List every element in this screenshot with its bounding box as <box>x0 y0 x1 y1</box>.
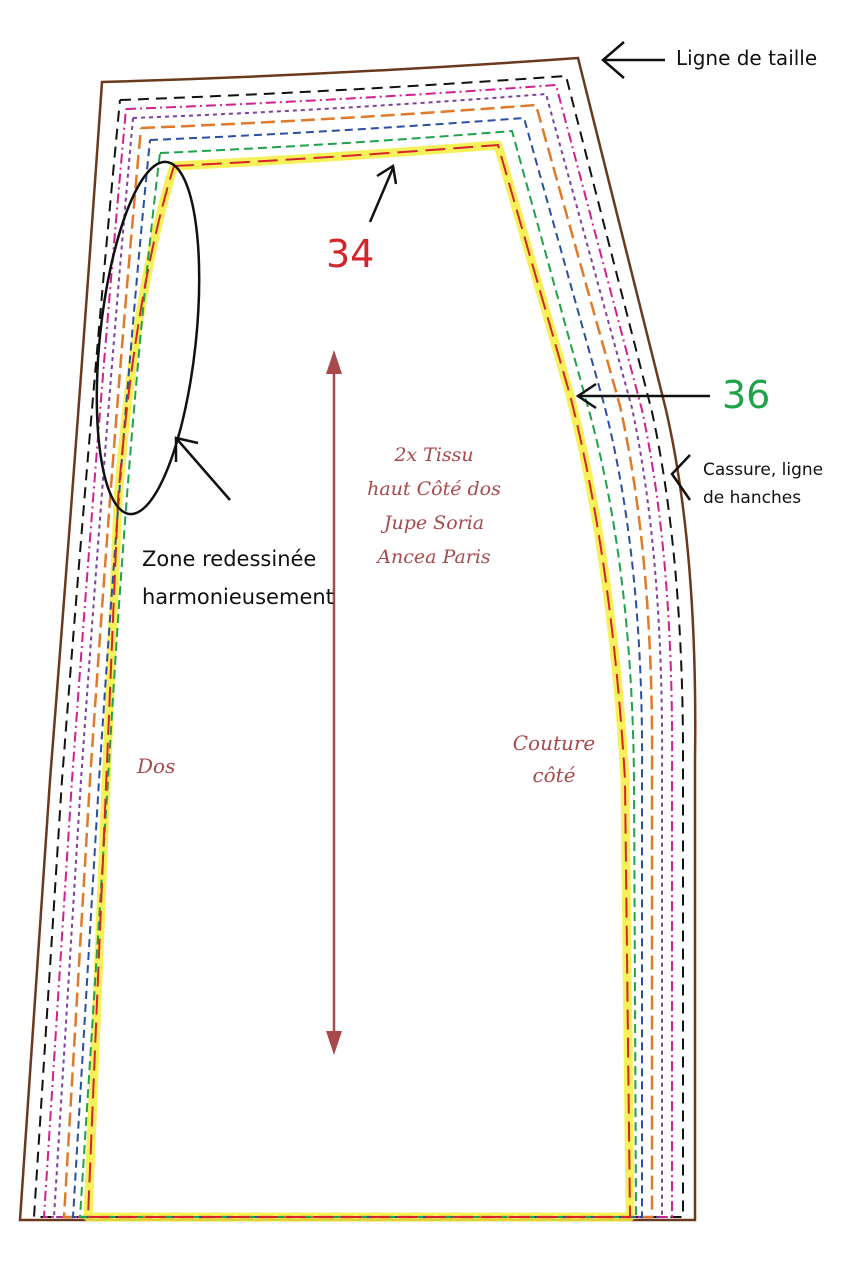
size-line-orange <box>62 103 654 1219</box>
piece-info-line-1: 2x Tissu <box>394 444 474 466</box>
size-36-arrow-icon <box>575 382 710 410</box>
redrawn-zone-label-line-2: harmonieusement <box>142 585 334 609</box>
side-seam-label: Couture côté <box>504 727 604 791</box>
redrawn-zone-label: Zone redessinée harmonieusement <box>142 540 334 616</box>
side-seam-label-line-1: Couture <box>512 731 596 755</box>
piece-info-line-4: Ancea Paris <box>377 546 491 568</box>
size-line-blue <box>71 116 644 1218</box>
pattern-outline <box>18 56 697 1222</box>
size-34-label: 34 <box>326 232 375 276</box>
size-line-34 <box>86 143 632 1218</box>
piece-info-line-3: Jupe Soria <box>383 512 485 534</box>
back-label: Dos <box>137 754 176 778</box>
size-line-black <box>32 74 685 1218</box>
hipline-label: Cassure, ligne de hanches <box>703 456 823 512</box>
piece-info-line-2: haut Côté dos <box>367 478 501 500</box>
redrawn-zone-ellipse <box>95 160 201 516</box>
piece-info-label: 2x Tissu haut Côté dos Jupe Soria Ancea … <box>346 438 522 574</box>
zone-arrow-icon <box>174 436 231 501</box>
size-line-magenta <box>42 83 674 1218</box>
grainline-arrow-bottom-icon <box>326 1031 342 1055</box>
base-size-highlight <box>83 140 635 1222</box>
hipline-label-line-1: Cassure, ligne <box>703 460 824 480</box>
side-seam-label-line-2: côté <box>532 763 576 787</box>
waistline-label: Ligne de taille <box>676 46 818 70</box>
waistline-arrow-icon <box>601 41 665 79</box>
hipline-label-line-2: de hanches <box>703 488 802 508</box>
grainline-arrow-top-icon <box>326 350 342 374</box>
size-line-36 <box>78 129 638 1218</box>
size-line-purple <box>52 92 664 1218</box>
redrawn-zone-label-line-1: Zone redessinée <box>142 547 317 571</box>
size-36-label: 36 <box>722 373 771 417</box>
hipline-arrow-icon <box>670 454 692 501</box>
size-34-arrow-icon <box>368 163 398 223</box>
